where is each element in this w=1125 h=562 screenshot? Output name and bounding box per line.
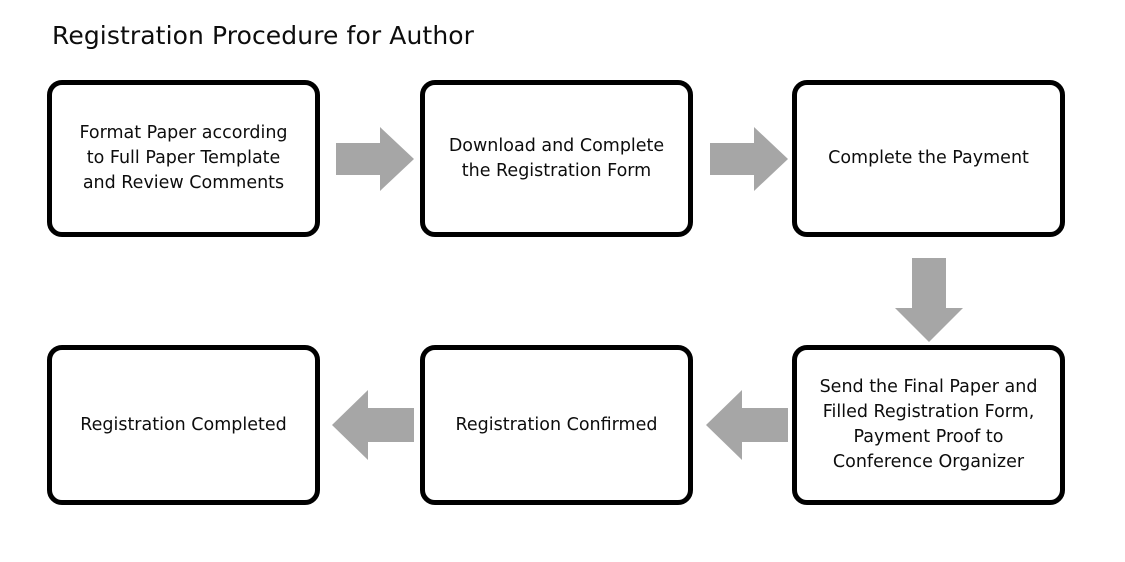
arrow-right-icon bbox=[336, 127, 414, 191]
node-format-paper[interactable]: Format Paper according to Full Paper Tem… bbox=[47, 80, 320, 237]
node-complete-payment[interactable]: Complete the Payment bbox=[792, 80, 1065, 237]
node-download-form[interactable]: Download and Complete the Registration F… bbox=[420, 80, 693, 237]
arrow-right-icon bbox=[710, 127, 788, 191]
node-registration-confirmed-label: Registration Confirmed bbox=[455, 414, 658, 435]
node-download-form-label: Download and Complete the Registration F… bbox=[448, 135, 665, 181]
node-complete-payment-label: Complete the Payment bbox=[828, 148, 1029, 168]
node-registration-completed-label: Registration Completed bbox=[80, 414, 287, 435]
page-title: Registration Procedure for Author bbox=[52, 21, 475, 50]
arrow-left-icon bbox=[332, 390, 414, 460]
node-send-final-paper-label: Send the Final Paper and Filled Registra… bbox=[819, 377, 1038, 472]
arrow-down-icon bbox=[895, 258, 963, 342]
node-registration-confirmed[interactable]: Registration Confirmed bbox=[420, 345, 693, 505]
node-format-paper-label: Format Paper according to Full Paper Tem… bbox=[79, 123, 288, 193]
node-send-final-paper[interactable]: Send the Final Paper and Filled Registra… bbox=[792, 345, 1065, 505]
arrow-left-icon bbox=[706, 390, 788, 460]
node-registration-completed[interactable]: Registration Completed bbox=[47, 345, 320, 505]
